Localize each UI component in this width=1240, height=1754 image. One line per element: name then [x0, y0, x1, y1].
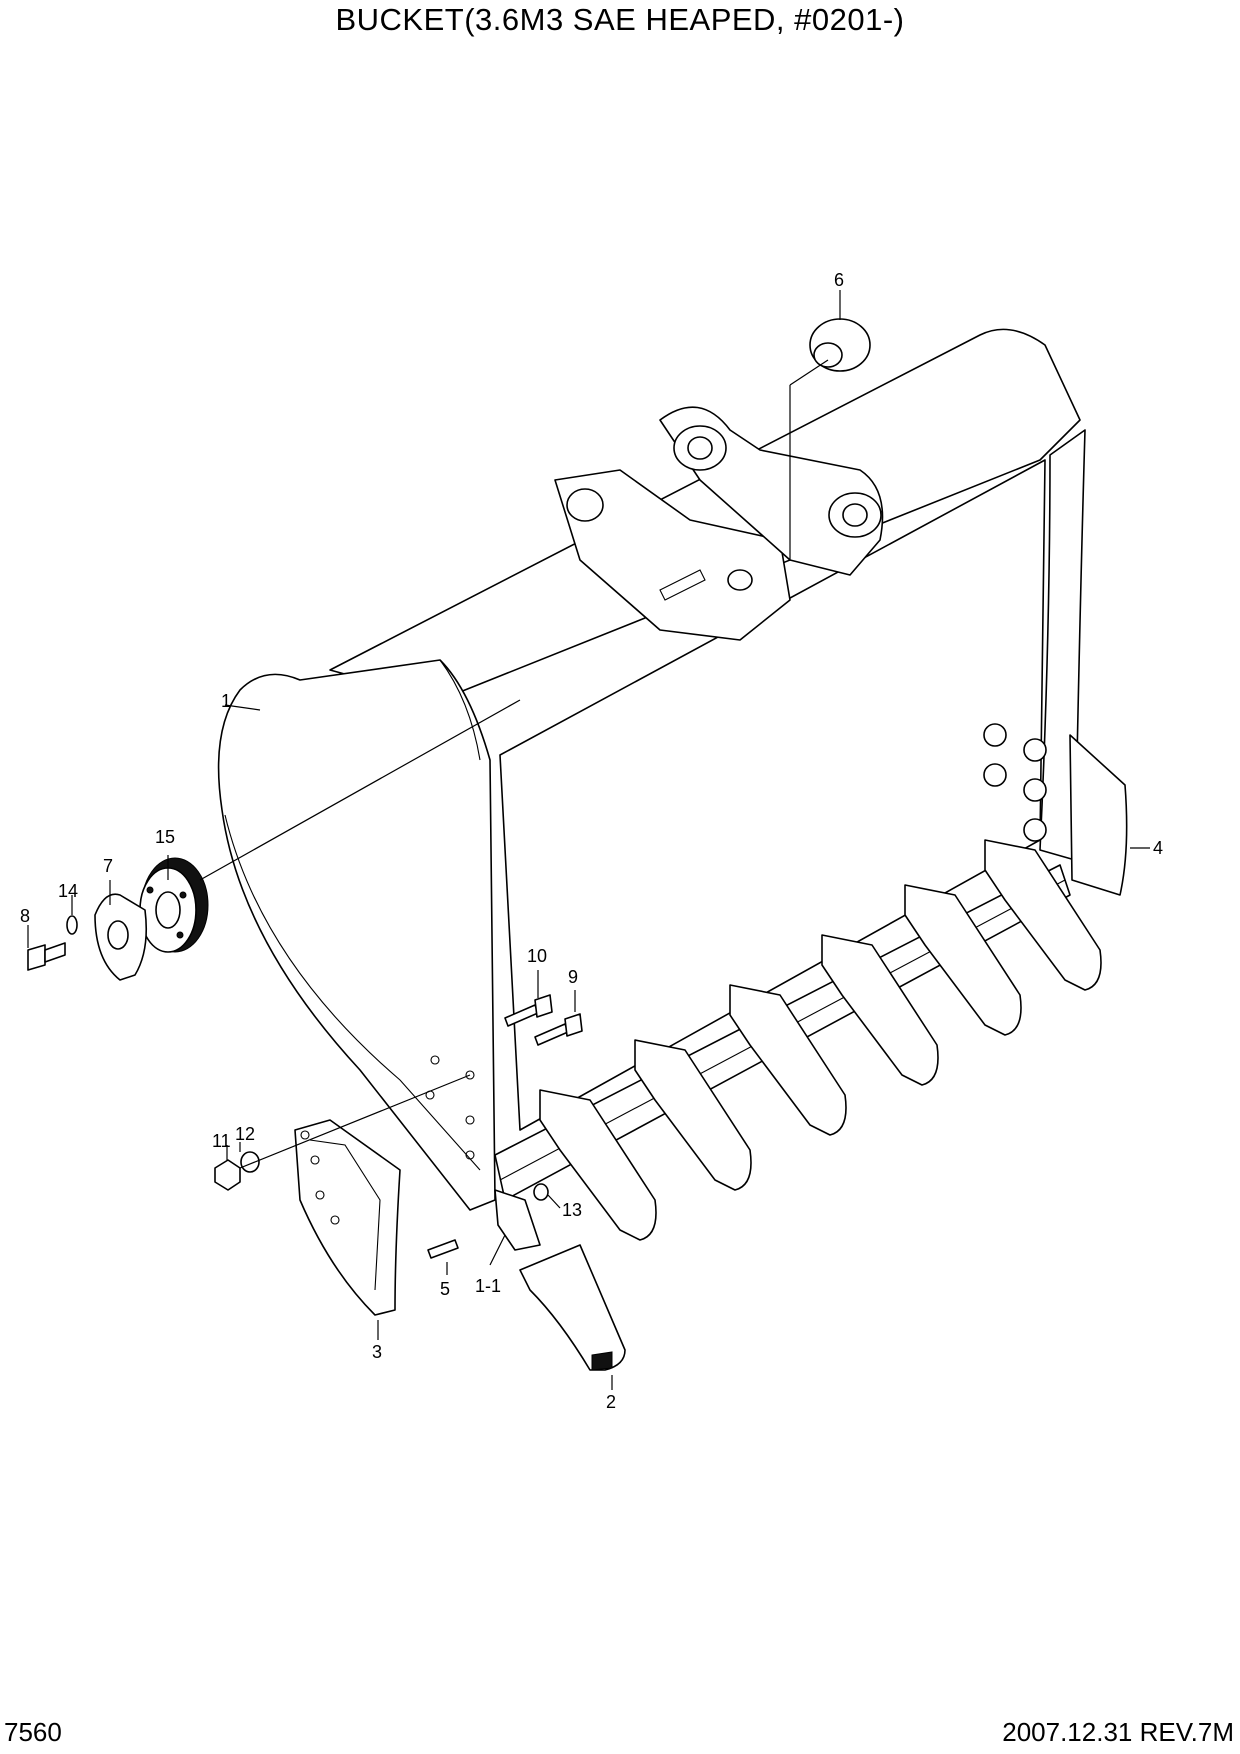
washer [240, 1151, 260, 1173]
bolts [504, 994, 583, 1046]
side-cutter-left [294, 1119, 401, 1316]
adapter [494, 1189, 541, 1251]
callout-11: 11 [212, 1131, 231, 1151]
bucket-body [217, 328, 1086, 1211]
diagram-title: BUCKET(3.6M3 SAE HEAPED, #0201-) [335, 2, 905, 37]
pin [427, 1239, 459, 1259]
small-nut [533, 1183, 549, 1201]
callout-3: 3 [372, 1342, 382, 1362]
callout-1: 1 [221, 691, 231, 711]
callout-4: 4 [1153, 838, 1163, 858]
callout-12: 12 [235, 1124, 255, 1144]
pin-hardware [27, 857, 209, 981]
side-cutter-right [1069, 734, 1128, 896]
nut [214, 1159, 241, 1191]
callout-2: 2 [606, 1392, 616, 1412]
callout-8: 8 [20, 906, 30, 926]
tooth-point [519, 1244, 626, 1371]
callout-1-1: 1-1 [475, 1276, 501, 1296]
teeth-row [494, 839, 1102, 1371]
leader-lines [27, 290, 1150, 1390]
callout-10: 10 [527, 946, 547, 966]
revision-date: 2007.12.31 REV.7M [1002, 1717, 1234, 1747]
callout-5: 5 [440, 1279, 450, 1299]
callout-9: 9 [568, 967, 578, 987]
callout-15: 15 [155, 827, 175, 847]
page-number: 7560 [4, 1717, 62, 1747]
callout-7: 7 [103, 856, 113, 876]
callout-14: 14 [58, 881, 78, 901]
callout-13: 13 [562, 1200, 582, 1220]
bushing [809, 318, 871, 372]
callout-6: 6 [834, 270, 844, 290]
